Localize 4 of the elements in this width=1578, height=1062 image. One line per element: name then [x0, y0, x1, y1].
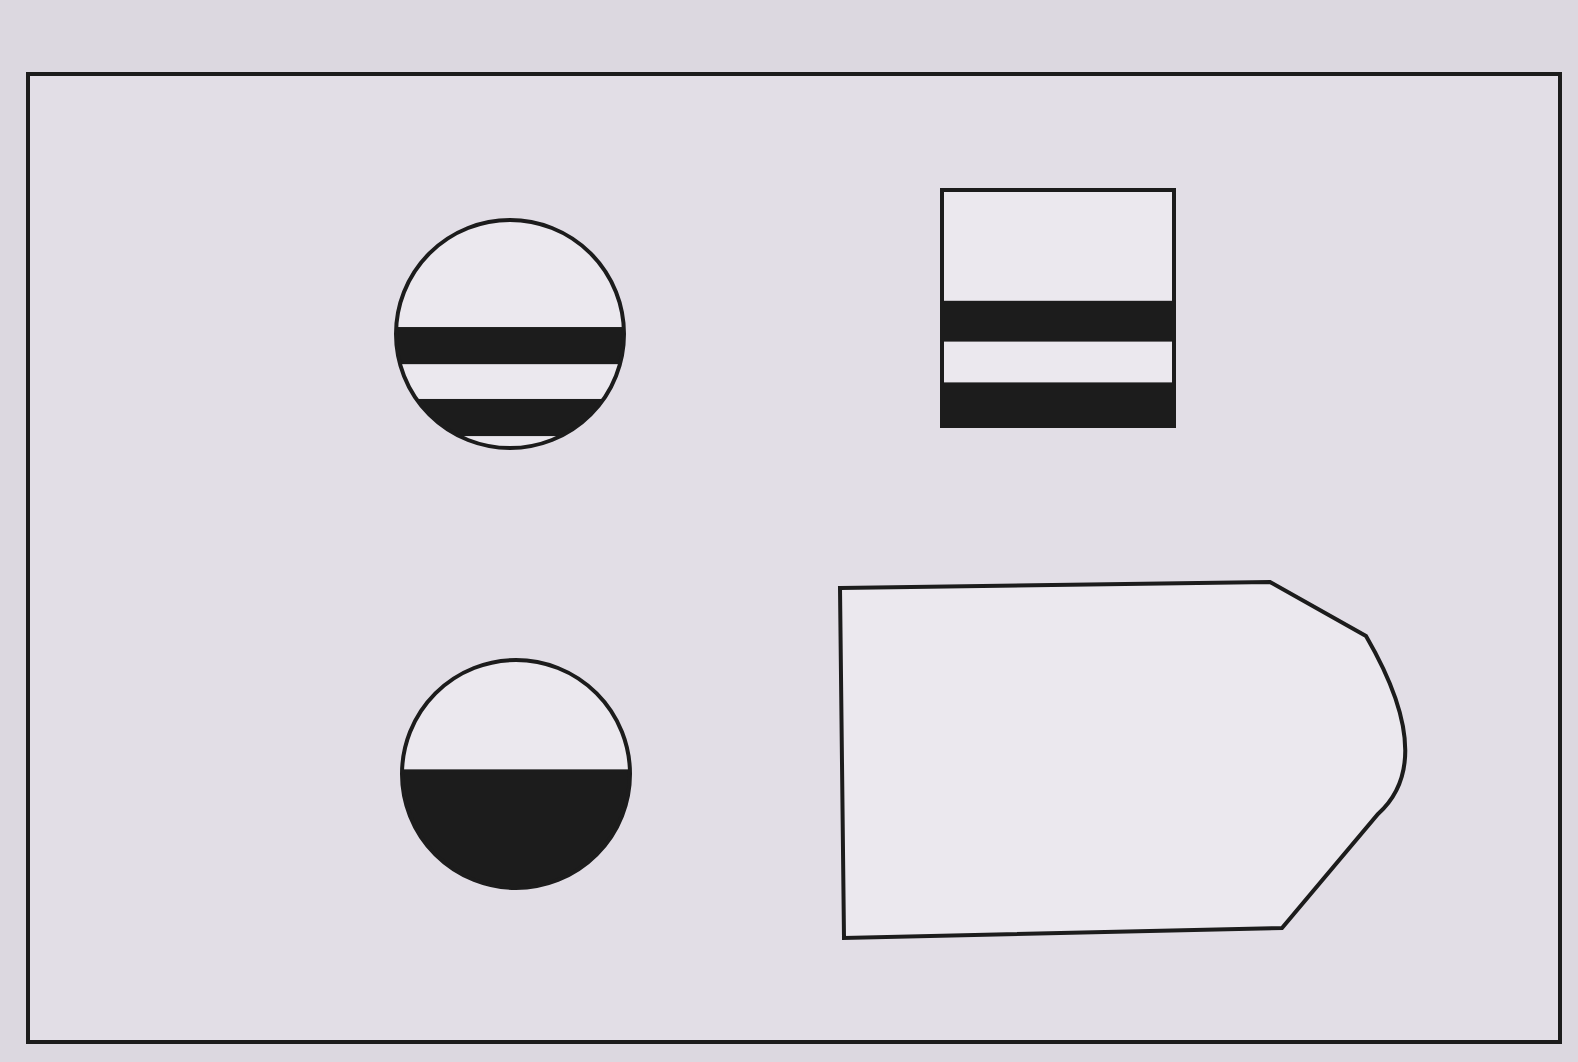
- box-shape: [940, 188, 1176, 428]
- circle-shape: [392, 218, 628, 450]
- frame-border: [26, 72, 1562, 1044]
- circle-shape: [398, 658, 634, 890]
